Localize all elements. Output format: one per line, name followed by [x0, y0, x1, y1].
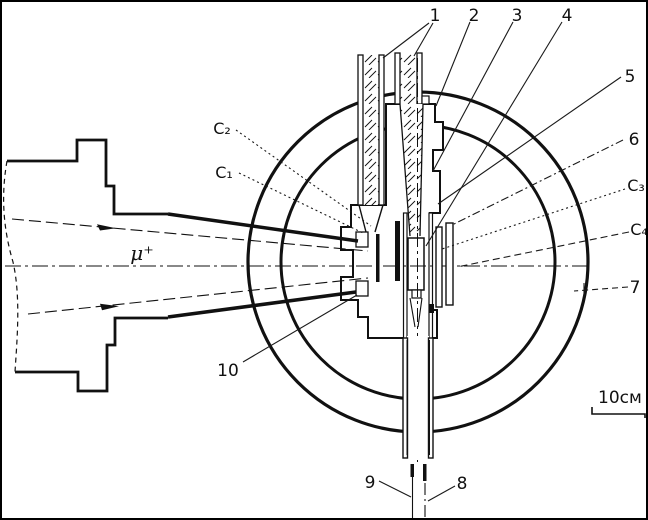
leader-9 [378, 480, 412, 498]
leader-1a [382, 22, 430, 59]
leader-1b [413, 22, 434, 57]
counter-c3 [435, 226, 443, 308]
callout-c3-label: C₃ [627, 176, 645, 195]
leader-4 [425, 21, 563, 247]
tube-flange [421, 95, 430, 105]
inlet-tube-left [357, 54, 385, 233]
counter-mount [429, 304, 434, 313]
inlet-tube-right [394, 52, 430, 105]
callout-c2-label: C₂ [213, 119, 231, 138]
leader-7 [573, 286, 629, 292]
leader-c4 [456, 231, 630, 268]
exit-stem [402, 336, 434, 460]
callout-9-label: 9 [365, 473, 376, 493]
light-funnel [409, 297, 423, 328]
leader-5 [437, 76, 622, 205]
light-guide-lower [410, 464, 427, 518]
leader-lines [235, 21, 630, 502]
beam-label: μ⁺ [130, 241, 154, 265]
callout-2-label: 2 [469, 6, 480, 26]
scale-bar: 10см [591, 388, 646, 418]
leader-2 [435, 21, 471, 107]
torn-edge [3, 160, 19, 373]
callout-3-label: 3 [512, 6, 523, 26]
callout-10-label: 10 [217, 361, 239, 381]
collimator-plate-inner [376, 234, 380, 282]
callout-c1-label: C₁ [215, 163, 233, 182]
leader-8 [427, 485, 456, 502]
collimator-plate-outer [395, 221, 400, 281]
callout-c4-label: C₄ [630, 220, 646, 239]
beam-arrow-lower [100, 303, 119, 311]
beam-arrow-upper [97, 224, 116, 231]
beam-envelope-upper [11, 218, 369, 252]
counter-square-lower [355, 280, 369, 297]
beam-envelope-lower [27, 277, 369, 315]
callout-5-label: 5 [625, 67, 636, 87]
beam-collimator [3, 138, 369, 393]
scale-bar-label: 10см [598, 388, 642, 408]
target-cell [407, 237, 425, 328]
leader-3 [432, 21, 514, 172]
leader-10 [242, 294, 358, 363]
callout-8-label: 8 [457, 474, 468, 494]
callout-6-label: 6 [629, 130, 640, 150]
callout-4-label: 4 [562, 6, 573, 26]
leader-c3 [441, 188, 626, 250]
counter-c4 [445, 222, 454, 306]
leader-6 [451, 139, 624, 226]
callout-7-label: 7 [630, 278, 641, 298]
callout-1-label: 1 [430, 6, 441, 26]
